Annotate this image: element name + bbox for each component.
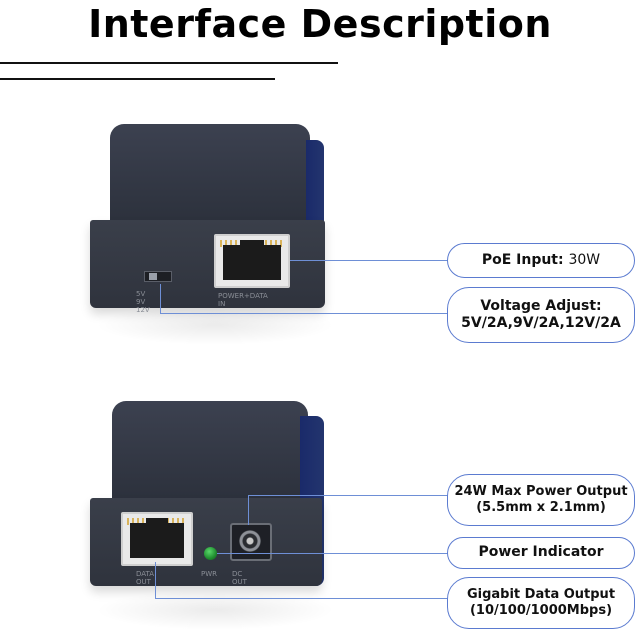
data-output-line1: Gigabit Data Output: [466, 586, 616, 602]
device-top-surface: [110, 124, 310, 224]
callout-poe-input: PoE Input: 30W: [447, 243, 635, 278]
callout-voltage-adjust: Voltage Adjust: 5V/2A,9V/2A,12V/2A: [447, 287, 635, 343]
power-output-line2: (5.5mm x 2.1mm): [476, 500, 606, 515]
leader-poe-input: [290, 260, 450, 261]
leader-data-output-h: [155, 598, 450, 599]
title-rule-top: [0, 62, 338, 64]
title-rule-bottom: [0, 78, 275, 80]
input-port-label: POWER+DATA IN: [218, 292, 268, 308]
data-output-line2: (10/100/1000Mbps): [469, 603, 613, 618]
rj45-input-port[interactable]: [214, 234, 290, 288]
device-shadow: [95, 305, 335, 345]
switch-label: 5V 9V 12V: [136, 290, 150, 314]
power-output-line1: 24W Max Power Output: [454, 483, 628, 499]
leader-power-indicator: [217, 553, 450, 554]
data-port-label: DATA OUT: [136, 570, 155, 586]
device-shadow: [95, 590, 335, 630]
port-socket: [130, 518, 184, 558]
leader-voltage-v: [160, 284, 161, 314]
page-title: Interface Description: [88, 2, 552, 46]
dc-jack-ring: [239, 530, 261, 552]
voltage-adjust-line1: Voltage Adjust:: [480, 297, 602, 314]
voltage-adjust-line2: 5V/2A,9V/2A,12V/2A: [461, 315, 621, 331]
poe-input-label: PoE Input:: [481, 251, 564, 268]
device-top-surface: [112, 401, 308, 501]
dc-output-jack[interactable]: [230, 523, 272, 561]
leader-data-output-v: [155, 562, 156, 598]
callout-power-output: 24W Max Power Output (5.5mm x 2.1mm): [447, 474, 635, 526]
callout-power-indicator: Power Indicator: [447, 537, 635, 569]
callout-data-output: Gigabit Data Output (10/100/1000Mbps): [447, 577, 635, 629]
switch-knob: [149, 273, 157, 280]
voltage-switch[interactable]: [144, 271, 172, 282]
led-label: PWR: [201, 570, 218, 578]
leader-voltage-h: [160, 313, 450, 314]
power-led-icon: [204, 547, 217, 560]
power-indicator-label: Power Indicator: [478, 544, 604, 561]
port-socket: [223, 240, 281, 280]
rj45-data-output-port[interactable]: [121, 512, 193, 566]
leader-power-output-h: [248, 495, 450, 496]
dc-label: DC OUT: [232, 570, 247, 586]
poe-input-value: 30W: [568, 251, 601, 268]
poe-input-text: PoE Input: 30W: [482, 252, 600, 270]
leader-power-output-v: [248, 495, 249, 525]
